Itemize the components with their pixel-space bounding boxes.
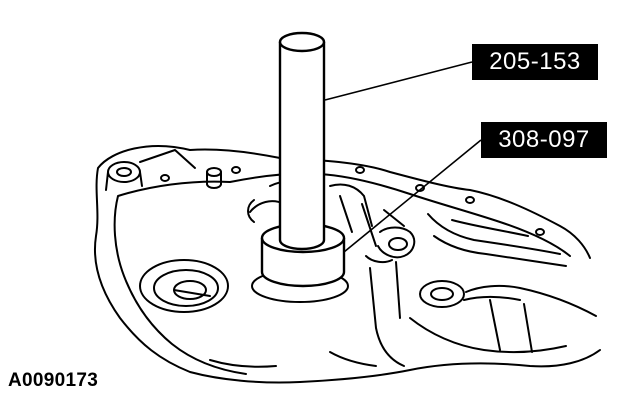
callout-label-tool-2: 308-097 [481, 122, 607, 158]
tool-handle [278, 31, 326, 251]
case-flange [113, 172, 571, 375]
mounting-hole-left [116, 167, 132, 177]
case-outline [94, 145, 591, 384]
right-hole [430, 287, 454, 301]
leader-line-tool-1 [324, 61, 473, 101]
right-boss [419, 280, 465, 308]
figure-id-label: A0090173 [8, 370, 99, 391]
dowel-pin [206, 167, 222, 177]
mounting-boss-left [107, 161, 141, 183]
left-bore-inner [153, 269, 219, 307]
callout-label-tool-1: 205-153 [472, 44, 598, 80]
left-bore-outer [139, 259, 229, 313]
leader-line-tool-2 [343, 139, 482, 253]
